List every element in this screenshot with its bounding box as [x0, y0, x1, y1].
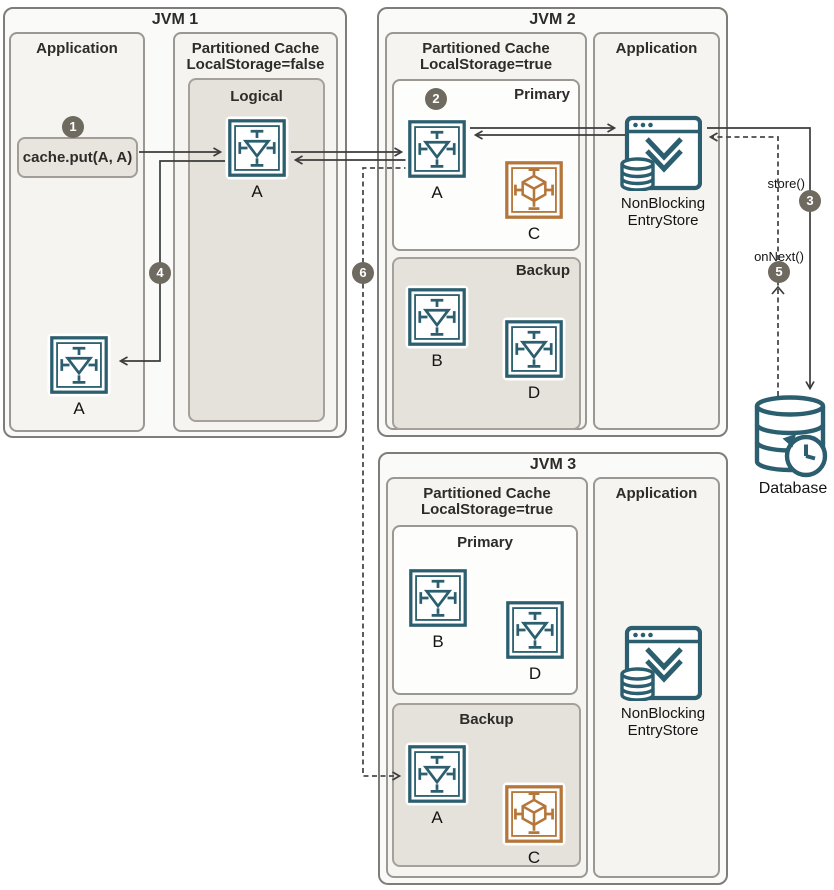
database-icon: [753, 392, 834, 478]
cache-partition-icon: [408, 745, 466, 803]
nonblocking-entrystore-icon: [620, 624, 702, 701]
cache-partition-icon: [506, 601, 564, 659]
jvm2-title: JVM 2: [529, 11, 576, 28]
jvm3-title: JVM 3: [529, 456, 577, 473]
step-badge-3: 3: [799, 190, 821, 212]
cache-put-callbox: cache.put(A, A): [17, 137, 138, 178]
step-badge-4: 4: [149, 262, 171, 284]
jvm3-entrystore-label: NonBlocking EntryStore: [620, 705, 706, 739]
cache-partition-icon: [409, 569, 467, 627]
step-badge-6: 6: [352, 262, 374, 284]
cache-partition-icon: [228, 119, 286, 177]
cube-partition-icon: [505, 161, 563, 219]
jvm2-backup-title: Backup: [515, 262, 570, 279]
cube-partition-icon: [505, 785, 563, 843]
step-badge-5: 5: [768, 261, 790, 283]
cache-partition-icon: [408, 288, 466, 346]
partition-label: B: [432, 632, 444, 651]
partition-label: A: [251, 182, 263, 201]
jvm2-application-panel: [593, 32, 720, 430]
database-label: Database: [758, 480, 828, 497]
jvm2-primary-title: Primary: [514, 86, 570, 103]
partition-label: A: [73, 399, 85, 418]
partition-label: A: [431, 183, 443, 202]
jvm3-partitioned-cache-title: Partitioned Cache LocalStorage=true: [420, 485, 554, 518]
jvm1-title: JVM 1: [151, 11, 199, 28]
cache-partition-icon: [505, 320, 563, 378]
jvm1-partitioned-cache-title: Partitioned Cache LocalStorage=false: [186, 40, 325, 73]
partition-label: D: [527, 383, 541, 402]
jvm3-backup-title: Backup: [459, 711, 514, 728]
partition-label: C: [527, 224, 541, 243]
partition-label: C: [527, 848, 541, 867]
step-badge-2: 2: [425, 88, 447, 110]
jvm2-entrystore-label: NonBlocking EntryStore: [620, 195, 706, 229]
partition-label: B: [431, 351, 443, 370]
step-badge-1: 1: [62, 116, 84, 138]
jvm2-application-title: Application: [615, 40, 698, 57]
nonblocking-entrystore-icon: [620, 114, 702, 191]
partition-label: A: [431, 808, 443, 827]
partition-label: D: [528, 664, 542, 683]
jvm1-application-title: Application: [36, 40, 118, 57]
cache-partition-icon: [408, 120, 466, 178]
jvm1-logical-title: Logical: [230, 88, 283, 105]
jvm3-application-title: Application: [615, 485, 698, 502]
jvm3-primary-title: Primary: [457, 534, 513, 551]
arrow-onnext-up-chevron: [771, 285, 785, 295]
jvm2-partitioned-cache-title: Partitioned Cache LocalStorage=true: [419, 40, 553, 73]
store-label: store(): [767, 176, 805, 191]
cache-partition-icon: [50, 336, 108, 394]
